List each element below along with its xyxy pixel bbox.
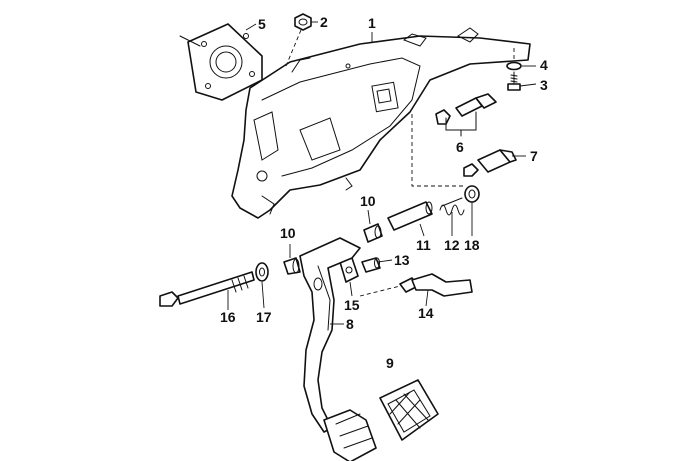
label-part-5: 5 xyxy=(258,16,266,32)
label-part-18: 18 xyxy=(464,237,480,253)
spring-part-12 xyxy=(439,197,465,216)
bushing-part-10-upper xyxy=(363,223,383,243)
label-part-9: 9 xyxy=(386,355,394,371)
clutch-switch-part-7 xyxy=(411,114,517,187)
label-part-7: 7 xyxy=(530,148,538,164)
pedal-pad-part-9 xyxy=(379,379,439,441)
label-part-16: 16 xyxy=(220,309,236,325)
label-part-11: 11 xyxy=(416,237,431,253)
label-part-10-upper: 10 xyxy=(360,193,376,209)
rod-part-14 xyxy=(359,273,473,297)
label-part-15: 15 xyxy=(344,297,360,313)
pedal-bracket-part-1 xyxy=(231,27,531,219)
label-part-8: 8 xyxy=(346,316,354,332)
cap-part-18 xyxy=(464,185,480,203)
part-number-labels: 1 2 3 4 5 6 7 8 9 10 10 11 12 13 14 15 1… xyxy=(220,14,548,371)
pivot-bolt-part-16 xyxy=(159,271,255,307)
pin-part-13 xyxy=(361,257,381,273)
bushing-part-10-lower xyxy=(283,257,301,275)
label-part-14: 14 xyxy=(418,305,434,321)
label-part-2: 2 xyxy=(320,14,328,30)
label-part-13: 13 xyxy=(394,252,410,268)
bolt-part-3 xyxy=(507,71,521,91)
label-part-3: 3 xyxy=(540,77,548,93)
washer-part-17 xyxy=(255,262,269,282)
label-part-17: 17 xyxy=(256,309,272,325)
washer-part-4 xyxy=(506,48,522,71)
leader-lines xyxy=(227,21,537,325)
label-part-1: 1 xyxy=(368,15,376,31)
nut-part-2 xyxy=(285,13,312,67)
label-part-12: 12 xyxy=(444,237,460,253)
pedal-arm-part-8 xyxy=(299,237,377,461)
label-part-6: 6 xyxy=(456,139,464,155)
label-part-4: 4 xyxy=(540,57,548,73)
brake-light-switch-part-6 xyxy=(435,93,497,137)
sleeve-part-11 xyxy=(387,201,433,231)
label-part-10-lower: 10 xyxy=(280,225,296,241)
